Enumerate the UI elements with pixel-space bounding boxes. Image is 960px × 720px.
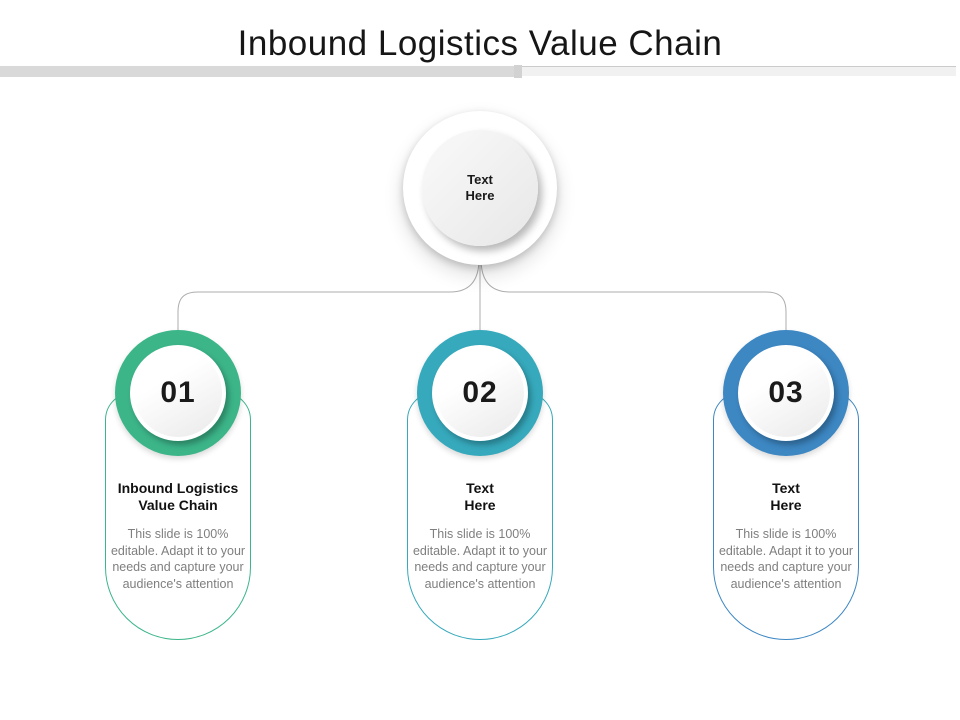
card-1-description: This slide is 100% editable. Adapt it to…	[110, 527, 246, 591]
card-2-number: 02	[462, 376, 498, 409]
card-3-description: This slide is 100% editable. Adapt it to…	[718, 527, 854, 591]
title-underline-left	[0, 66, 516, 77]
card-1: 01 Inbound Logistics Value Chain This sl…	[105, 330, 251, 640]
title-underline-notch	[514, 65, 522, 78]
card-2-description: This slide is 100% editable. Adapt it to…	[412, 527, 548, 591]
card-1-number-circle: 01	[130, 345, 226, 441]
title-underline-right	[522, 66, 956, 76]
card-1-ring: 01	[115, 330, 241, 456]
card-3-title: Text Here	[770, 480, 802, 513]
top-node-inner-circle: Text Here	[422, 130, 538, 246]
top-node-outer-circle: Text Here	[403, 111, 557, 265]
card-2: 02 Text Here This slide is 100% editable…	[407, 330, 553, 640]
card-2-number-circle: 02	[432, 345, 528, 441]
top-node-label: Text Here	[465, 172, 495, 203]
card-2-ring: 02	[417, 330, 543, 456]
card-2-title: Text Here	[464, 480, 496, 513]
card-3-number-circle: 03	[738, 345, 834, 441]
card-1-title: Inbound Logistics Value Chain	[117, 480, 239, 513]
card-3: 03 Text Here This slide is 100% editable…	[713, 330, 859, 640]
card-3-number: 03	[768, 376, 804, 409]
slide-title: Inbound Logistics Value Chain	[237, 24, 723, 63]
card-1-number: 01	[160, 376, 196, 409]
card-3-ring: 03	[723, 330, 849, 456]
